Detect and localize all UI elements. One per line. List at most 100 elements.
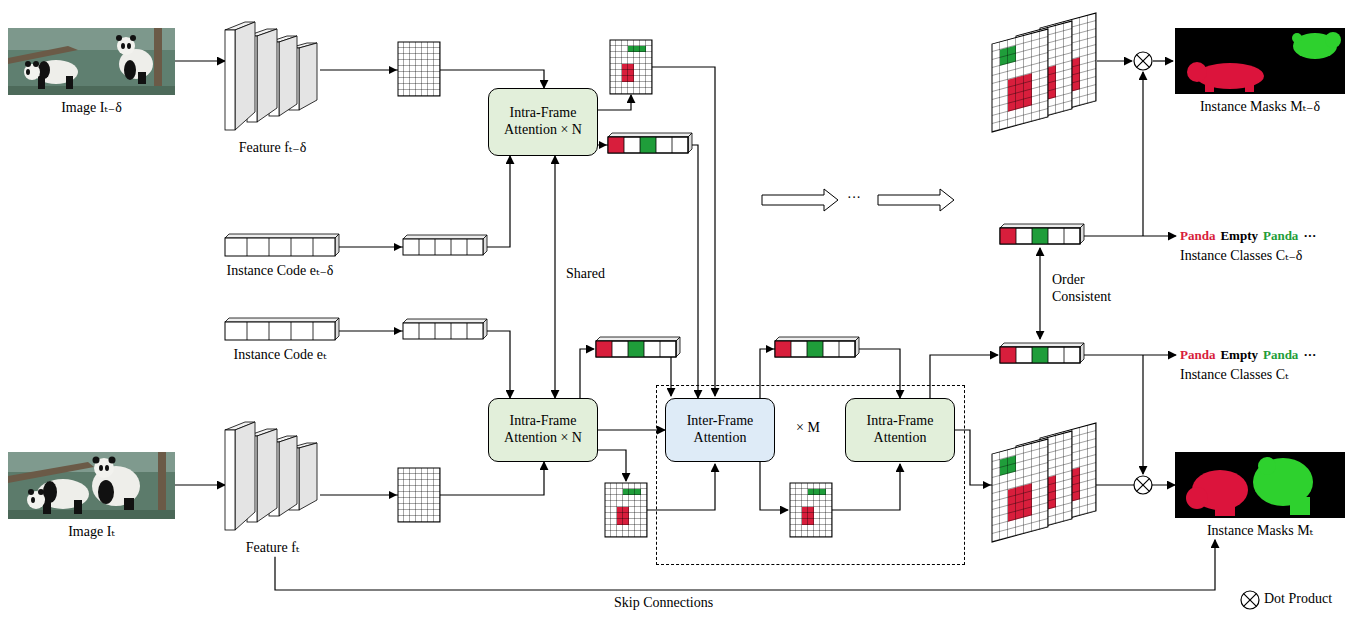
code-vector — [403, 235, 487, 255]
wire — [647, 464, 715, 510]
class-row: PandaEmptyPanda··· — [1180, 347, 1316, 363]
wire — [1097, 60, 1132, 61]
node-label: Inter-Frame Attention — [670, 413, 770, 447]
repeat-group: × M Inter-Frame Attention Intra-Frame Atte… — [656, 385, 965, 565]
text-label: Instance Classes Cₜ₋δ — [1180, 248, 1302, 265]
attention-box: Intra-Frame Attention — [845, 398, 955, 462]
wire — [1084, 354, 1176, 355]
instance-vector — [596, 337, 680, 357]
wire — [598, 450, 626, 481]
class-name: ··· — [1303, 347, 1316, 363]
node-caption: Image Iₜ — [68, 524, 115, 541]
mask-image — [1175, 452, 1345, 518]
feature-stack — [225, 22, 317, 130]
wire — [930, 355, 998, 398]
class-name: Empty — [1220, 347, 1258, 363]
instance-vector — [1000, 343, 1084, 363]
edge-label: Shared — [564, 266, 607, 283]
dot-product-symbol — [1134, 476, 1152, 494]
hollow-arrow — [762, 189, 838, 211]
node-caption: Feature fₜ — [246, 540, 300, 557]
image-node: Image Iₜ₋δ — [8, 28, 175, 117]
node-caption: Image Iₜ₋δ — [61, 100, 122, 117]
class-name: ··· — [1303, 228, 1316, 244]
node-caption: Instance Code eₜ — [234, 347, 327, 364]
wire — [1142, 72, 1143, 236]
caption-line: Feature fₜ — [225, 538, 320, 557]
connector — [175, 484, 225, 485]
wire — [598, 95, 631, 110]
arrow-head — [983, 481, 991, 489]
caption-line: Instance Code eₜ₋δ — [224, 261, 337, 280]
connector — [175, 60, 225, 61]
arrow-head — [599, 141, 607, 149]
instance-code-node: Instance Code eₜ — [225, 322, 335, 364]
mask-image — [1175, 28, 1345, 94]
output-grid-stack — [992, 423, 1096, 542]
image-node: Image Iₜ — [8, 452, 175, 541]
hollow-arrow — [878, 189, 954, 211]
class-name: Panda — [1263, 228, 1298, 244]
feature-grid — [398, 42, 440, 96]
picture-area — [8, 452, 175, 519]
attention-box: Inter-Frame Attention — [665, 398, 775, 462]
picture-area — [225, 20, 320, 135]
feature-node: Feature fₜ₋δ — [225, 20, 320, 157]
code-vector — [403, 319, 487, 339]
node-label: Intra-Frame Attention × N — [493, 413, 593, 447]
connector — [335, 331, 510, 398]
dot-product-symbol — [1241, 591, 1259, 609]
node-caption: Instance Code eₜ₋δ — [227, 263, 334, 280]
wire — [760, 462, 788, 510]
instance-code-node: Instance Code eₜ₋δ — [224, 238, 337, 280]
attended-grid — [790, 483, 832, 537]
edge-label: Skip Connections — [612, 595, 715, 612]
text-label: Order Consistent — [1052, 272, 1130, 306]
mask-node: Instance Masks Mₜ — [1175, 452, 1345, 540]
picture-area — [225, 322, 335, 342]
instance-vector — [775, 337, 859, 357]
legend-text: Dot Product — [1264, 591, 1332, 606]
dot-product-symbol — [1134, 52, 1152, 70]
picture-area — [8, 28, 175, 95]
panda-photo — [8, 28, 175, 95]
feature-node: Feature fₜ — [225, 420, 320, 557]
node-label: Intra-Frame Attention × N — [493, 105, 593, 139]
feature-stack — [225, 422, 317, 530]
arrow-head — [389, 66, 397, 74]
text-label: Instance Classes Cₜ — [1180, 367, 1288, 384]
panda-photo — [8, 452, 175, 519]
class-name: Panda — [1180, 347, 1215, 363]
class-name: Empty — [1220, 228, 1258, 244]
caption-line: Image Iₜ₋δ — [8, 98, 175, 117]
connector — [554, 156, 555, 398]
class-row: PandaEmptyPanda··· — [1180, 228, 1316, 244]
wire — [580, 349, 594, 398]
instance-code-vector — [225, 234, 339, 256]
feature-grid — [398, 468, 440, 522]
node-caption: Instance Masks Mₜ — [1207, 523, 1313, 540]
wire — [1153, 60, 1173, 61]
attended-grid — [605, 483, 647, 537]
connector — [598, 429, 665, 430]
wire — [670, 357, 671, 396]
order-arrow — [1039, 248, 1040, 339]
attention-box: Intra-Frame Attention × N — [488, 398, 598, 462]
caption-line: Instance Code eₜ — [225, 345, 335, 364]
wire — [1142, 355, 1143, 474]
node-caption: Instance Masks Mₜ₋δ — [1200, 99, 1320, 116]
arrow-head — [766, 345, 774, 353]
instance-vector — [1000, 224, 1084, 244]
legend-entry: Dot Product — [1264, 591, 1332, 608]
output-grid-stack — [992, 13, 1096, 132]
mask-node: Instance Masks Mₜ₋δ — [1175, 28, 1345, 116]
repeat-label: × M — [796, 420, 820, 437]
attended-grid — [610, 40, 652, 94]
wire — [832, 464, 900, 510]
arrow-head — [394, 243, 402, 251]
connector — [598, 145, 698, 398]
attention-box: Intra-Frame Attention × N — [488, 88, 598, 156]
node-label: Intra-Frame Attention — [850, 413, 950, 447]
picture-area — [224, 238, 337, 258]
